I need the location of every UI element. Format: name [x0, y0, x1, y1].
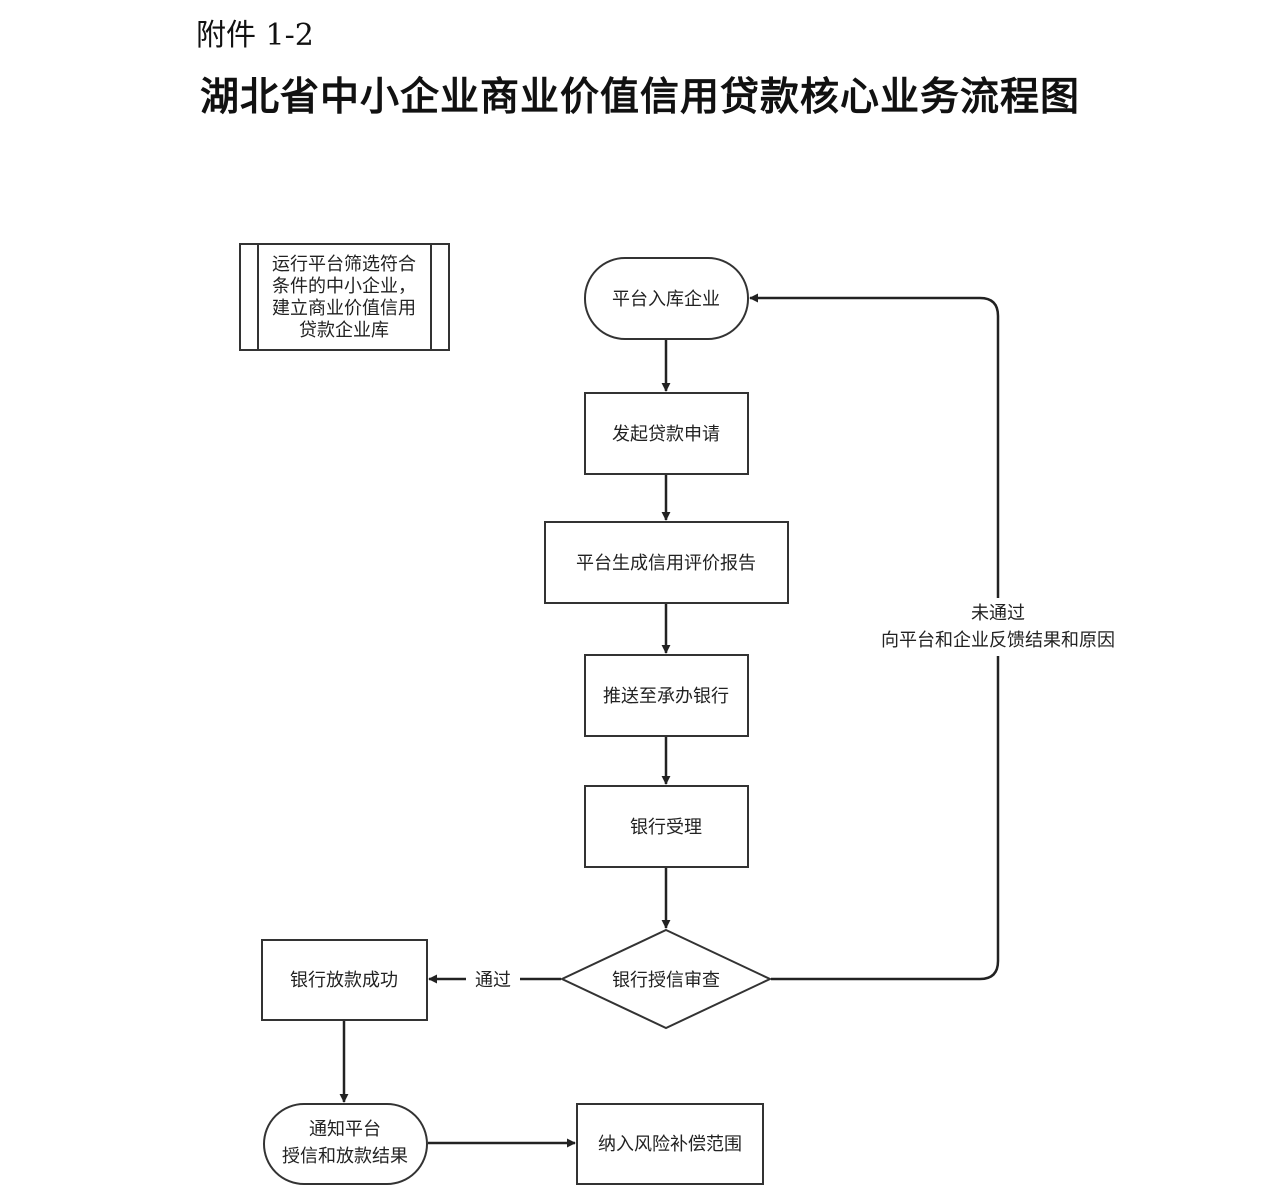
node-notify-platform-line-1: 通知平台 [309, 1119, 381, 1140]
note-line-2: 条件的中小企业， [272, 276, 416, 297]
attachment-label: 附件 1-2 [196, 18, 314, 53]
node-bank-accept-label: 银行受理 [630, 817, 702, 838]
note-line-4: 贷款企业库 [299, 320, 389, 341]
document-title: 湖北省中小企业商业价值信用贷款核心业务流程图 [199, 74, 1080, 120]
node-risk-compensation-label: 纳入风险补偿范围 [598, 1134, 742, 1155]
note-box: 运行平台筛选符合 条件的中小企业， 建立商业价值信用 贷款企业库 [239, 243, 450, 351]
note-line-3: 建立商业价值信用 [272, 298, 416, 319]
edge-fail-label-line-1: 未通过 [971, 603, 1025, 624]
node-credit-report-label: 平台生成信用评价报告 [576, 553, 756, 574]
note-line-1: 运行平台筛选符合 [272, 254, 416, 275]
node-credit-report: 平台生成信用评价报告 [544, 521, 789, 604]
node-platform-enterprise-label: 平台入库企业 [612, 289, 720, 310]
node-credit-review: 银行授信审查 [559, 928, 773, 1030]
node-platform-enterprise: 平台入库企业 [584, 257, 749, 340]
node-notify-platform: 通知平台 授信和放款结果 [263, 1103, 428, 1185]
node-bank-accept: 银行受理 [584, 785, 749, 868]
node-risk-compensation: 纳入风险补偿范围 [576, 1103, 764, 1185]
node-loan-success: 银行放款成功 [261, 939, 428, 1021]
edge-fail-label-line-2: 向平台和企业反馈结果和原因 [881, 630, 1115, 651]
node-loan-success-label: 银行放款成功 [290, 970, 398, 991]
node-apply-loan: 发起贷款申请 [584, 392, 749, 475]
edge-pass-label: 通过 [475, 970, 511, 991]
node-apply-loan-label: 发起贷款申请 [612, 424, 720, 445]
node-notify-platform-line-2: 授信和放款结果 [282, 1146, 408, 1167]
node-push-bank-label: 推送至承办银行 [603, 686, 729, 707]
node-credit-review-label: 银行授信审查 [612, 970, 720, 991]
node-push-bank: 推送至承办银行 [584, 654, 749, 737]
